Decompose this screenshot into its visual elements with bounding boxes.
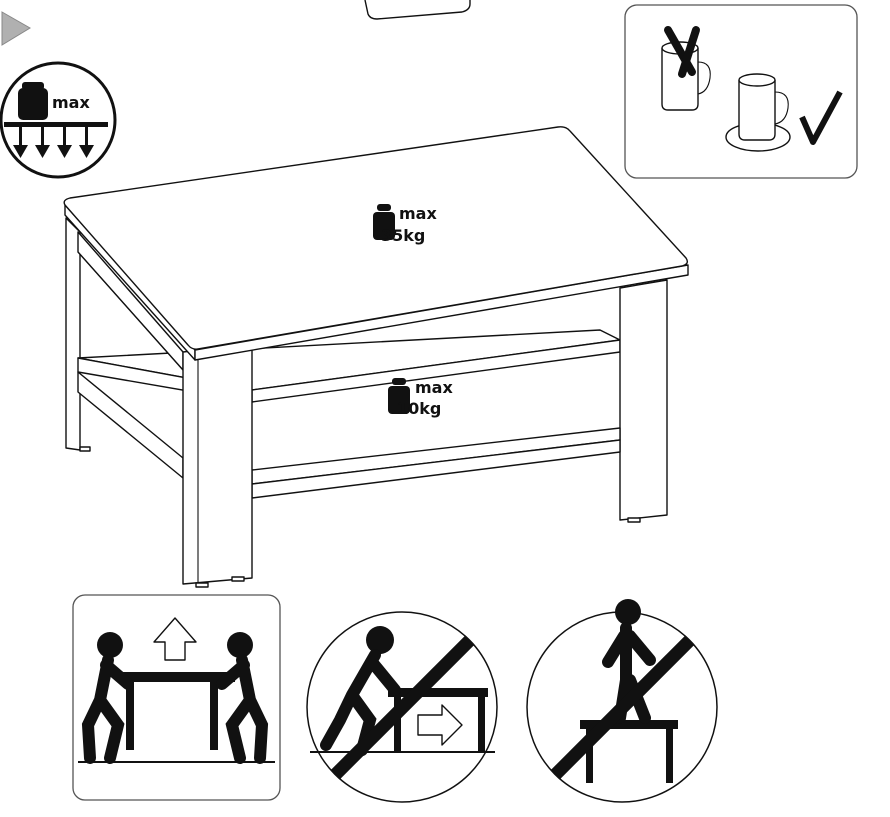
push-arrow-icon bbox=[417, 704, 463, 746]
up-arrow-icon bbox=[153, 617, 197, 661]
use-coaster-panel bbox=[624, 4, 858, 179]
two-person-lift-panel bbox=[72, 594, 281, 801]
no-dragging-panel bbox=[306, 611, 498, 803]
no-standing-panel bbox=[526, 599, 718, 803]
partial-board bbox=[364, 0, 471, 20]
checkmark-icon bbox=[799, 90, 843, 145]
prohibited-slash bbox=[330, 635, 475, 780]
tabletop-weight-value: 35kg bbox=[381, 226, 425, 245]
max-load-icon: max bbox=[0, 61, 117, 179]
shelf-weight-value: 10kg bbox=[397, 399, 441, 418]
mug-on-coaster-icon bbox=[725, 73, 791, 152]
shelf-weight-icon bbox=[388, 378, 410, 414]
max-load-label: max bbox=[52, 93, 90, 112]
coffee-table: max 35kg max 10kg bbox=[63, 126, 689, 588]
mug-no-coaster-icon bbox=[661, 26, 711, 111]
prohibited-slash bbox=[550, 635, 695, 780]
tabletop-weight-icon bbox=[373, 204, 395, 240]
shelf-max-label: max bbox=[415, 378, 453, 397]
tabletop-max-label: max bbox=[399, 204, 437, 223]
next-step-arrow-icon bbox=[1, 11, 31, 46]
